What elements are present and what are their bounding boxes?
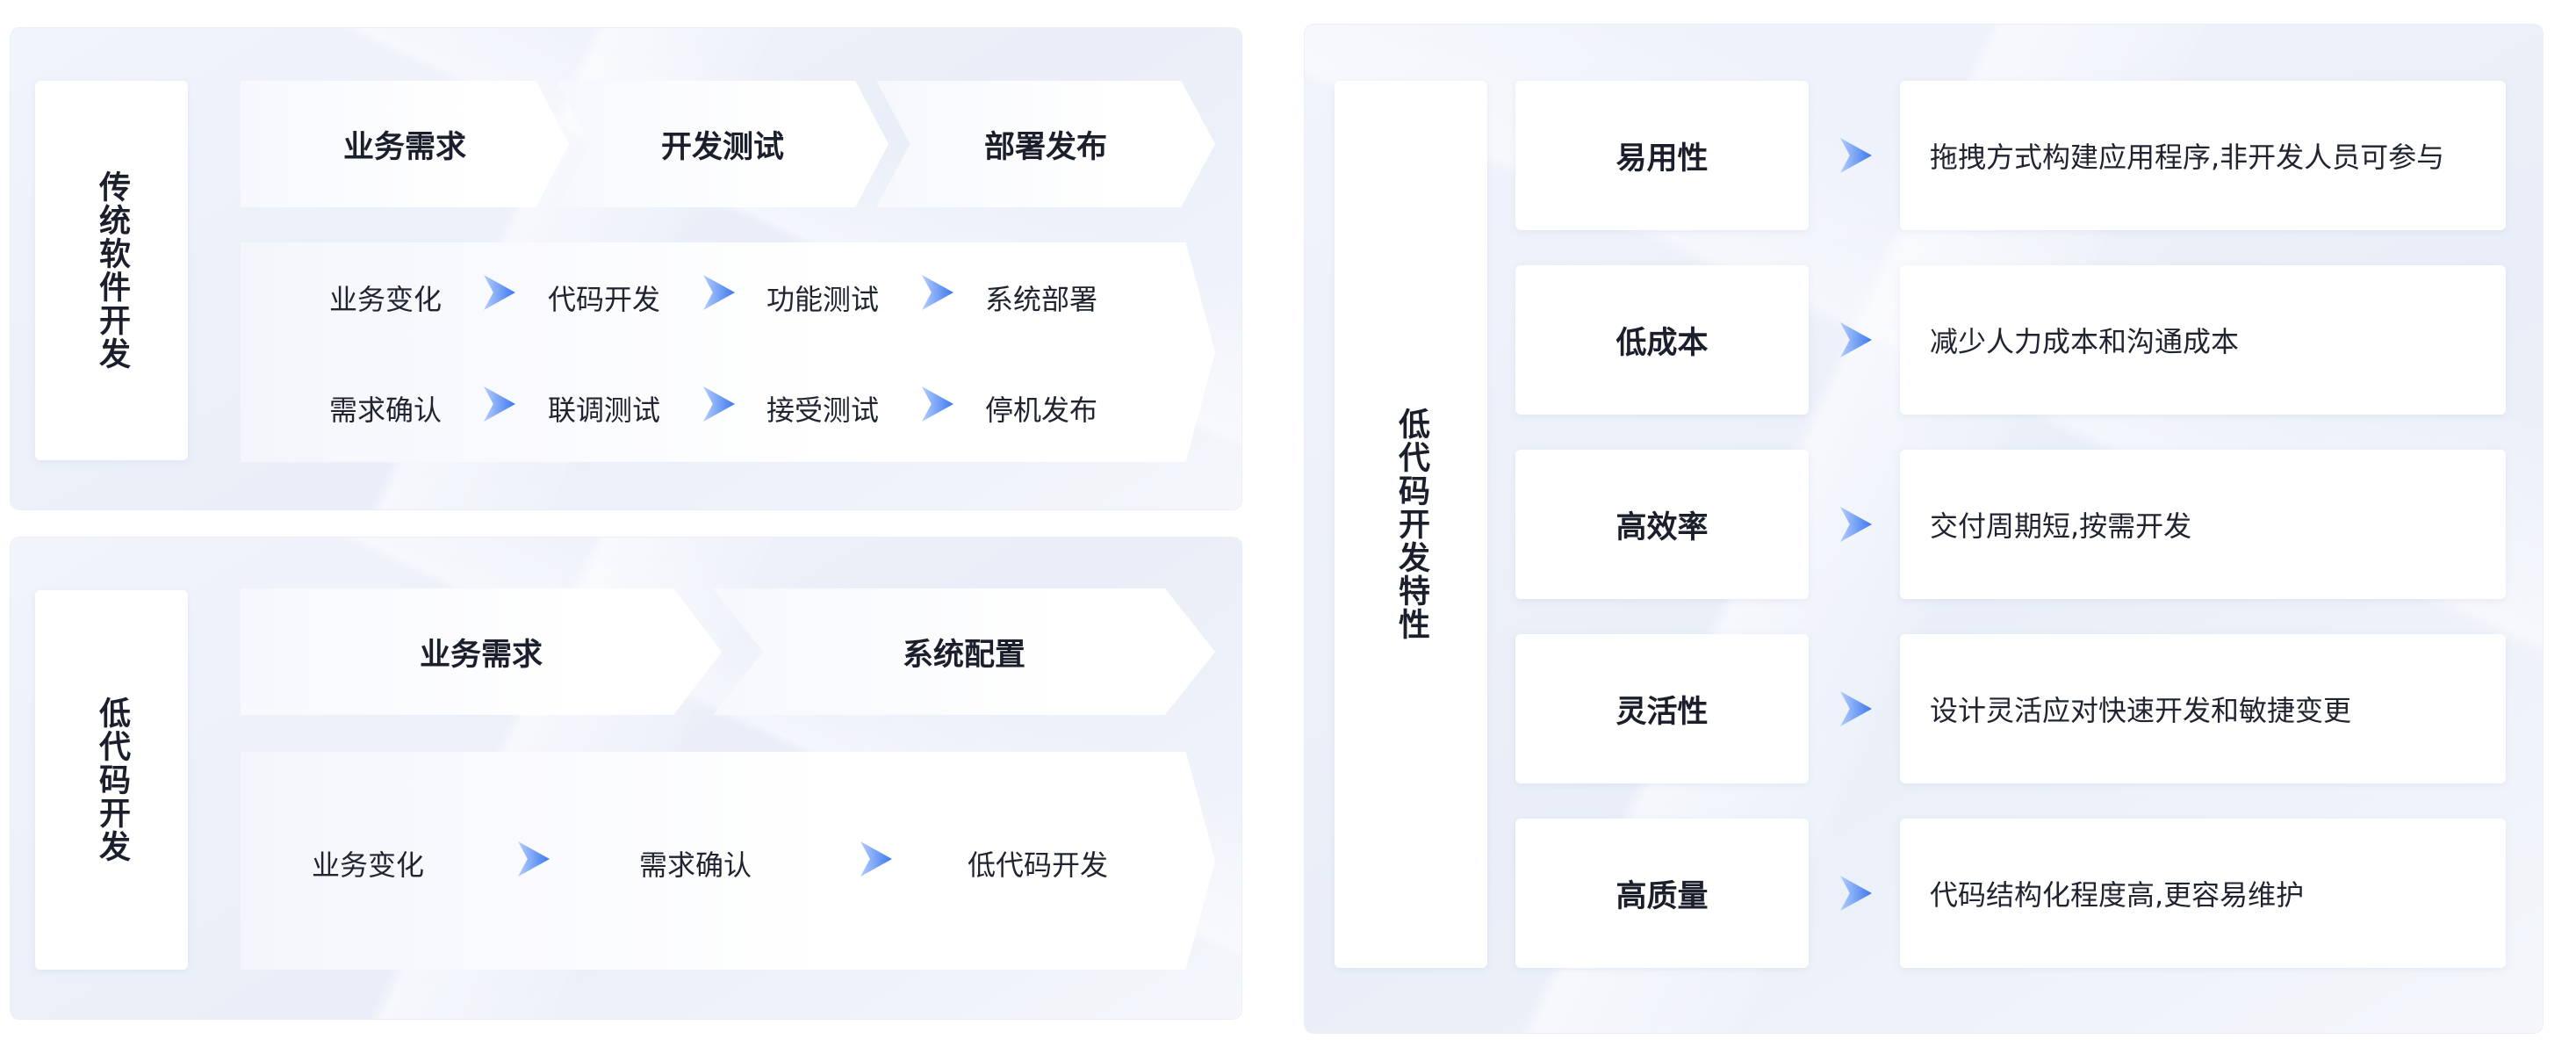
step-business-change: 业务变化 (328, 283, 443, 316)
step-code-dev: 代码开发 (547, 283, 661, 316)
phase-business-requirements: 业务需求 (241, 81, 569, 207)
traditional-dev-label: 传统软件开发 (35, 81, 188, 460)
phase-dev-test: 开发测试 (557, 81, 889, 207)
lowcode-dev-label-text: 低代码开发 (94, 697, 130, 863)
feature-high-quality-desc: 代码结构化程度高,更容易维护 (1900, 819, 2506, 968)
feature-high-efficiency: 高效率 (1515, 450, 1809, 599)
traditional-steps-box (241, 242, 1215, 462)
lowcode-steps-box (241, 752, 1215, 970)
lowcode-features-panel: 低代码开发特性 易用性 拖拽方式构建应用程序,非开发人员可参与 低成本 减少人力… (1305, 25, 2543, 1033)
arrow-right-icon (1840, 876, 1872, 911)
feature-ease-of-use: 易用性 (1515, 81, 1809, 230)
step-integration-test: 联调测试 (547, 393, 661, 427)
lowcode-dev-label: 低代码开发 (35, 590, 188, 970)
feature-high-quality: 高质量 (1515, 819, 1809, 968)
arrow-right-icon (1840, 507, 1872, 542)
arrow-right-icon (1840, 322, 1872, 357)
phase-deploy-release: 部署发布 (876, 81, 1215, 207)
feature-low-cost-desc: 减少人力成本和沟通成本 (1900, 265, 2506, 415)
step-system-deploy: 系统部署 (984, 283, 1098, 316)
arrow-right-icon (1840, 138, 1872, 173)
arrow-right-icon (1840, 691, 1872, 726)
feature-flexibility-desc: 设计灵活应对快速开发和敏捷变更 (1900, 634, 2506, 783)
feature-high-efficiency-desc: 交付周期短,按需开发 (1900, 450, 2506, 599)
phase-business-requirements: 业务需求 (241, 588, 722, 715)
feature-flexibility: 灵活性 (1515, 634, 1809, 783)
feature-low-cost: 低成本 (1515, 265, 1809, 415)
step-downtime-release: 停机发布 (984, 393, 1098, 427)
step-requirement-confirm: 需求确认 (638, 848, 752, 882)
features-label: 低代码开发特性 (1335, 81, 1487, 968)
traditional-dev-panel: 传统软件开发 业务需求 开发测试 部署发布 业务变化 代码开发 功能测试 系统部… (11, 28, 1241, 509)
traditional-dev-label-text: 传统软件开发 (94, 170, 130, 371)
step-requirement-confirm: 需求确认 (328, 393, 443, 427)
features-label-text: 低代码开发特性 (1393, 408, 1429, 641)
step-business-change: 业务变化 (311, 848, 425, 882)
step-function-test: 功能测试 (766, 283, 880, 316)
step-acceptance-test: 接受测试 (766, 393, 880, 427)
lowcode-dev-panel: 低代码开发 业务需求 系统配置 业务变化 需求确认 低代码开发 (11, 538, 1241, 1019)
step-lowcode-dev: 低代码开发 (967, 848, 1109, 882)
phase-system-config: 系统配置 (713, 588, 1215, 715)
feature-ease-of-use-desc: 拖拽方式构建应用程序,非开发人员可参与 (1900, 81, 2506, 230)
